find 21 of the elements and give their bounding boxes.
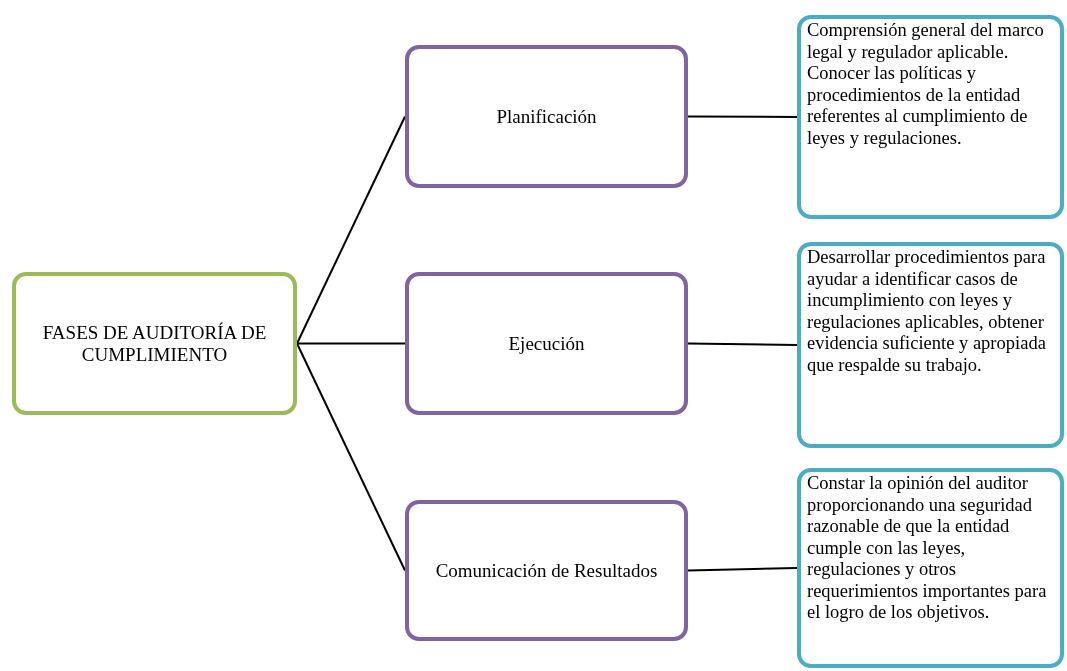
phase-box bbox=[405, 500, 688, 641]
description-box bbox=[797, 15, 1064, 219]
connector-line bbox=[687, 342, 798, 346]
connector-line bbox=[296, 342, 406, 572]
phase-box bbox=[405, 272, 688, 415]
description-box bbox=[797, 468, 1064, 668]
box-label: Planificación bbox=[496, 105, 597, 128]
description-box bbox=[797, 242, 1064, 448]
description-text: Comprensión general del marco legal y regulador aplicable. bbox=[807, 20, 1045, 63]
box-label: FASES DE AUDITORÍA DE CUMPLIMIENTO bbox=[41, 321, 268, 366]
box-label: Comunicación de Resultados bbox=[435, 559, 658, 582]
box-label: Ejecución bbox=[508, 332, 585, 355]
connector-line bbox=[296, 115, 406, 345]
phase-box bbox=[405, 45, 688, 188]
description-text: Conocer las políticas y procedimientos de la entidad referentes al cumplimiento de leyes y regulaciones. bbox=[807, 63, 1029, 149]
connector-line bbox=[687, 567, 798, 572]
title-box bbox=[12, 272, 297, 415]
connector-line bbox=[296, 342, 406, 345]
description-text: Desarrollar procedimientos para ayudar a identificar casos de incumplimiento con leyes y regulaciones aplicables, obtener evidencia suficiente y apropiada que respalde su trabajo. bbox=[807, 247, 1047, 376]
description-text: Constar la opinión del auditor proporcionando una seguridad razonable de que la entidad cumple con las leyes, regulaciones y otros requerimientos importantes para el logro de los objetivos. bbox=[807, 473, 1048, 624]
connector-line bbox=[687, 115, 798, 118]
